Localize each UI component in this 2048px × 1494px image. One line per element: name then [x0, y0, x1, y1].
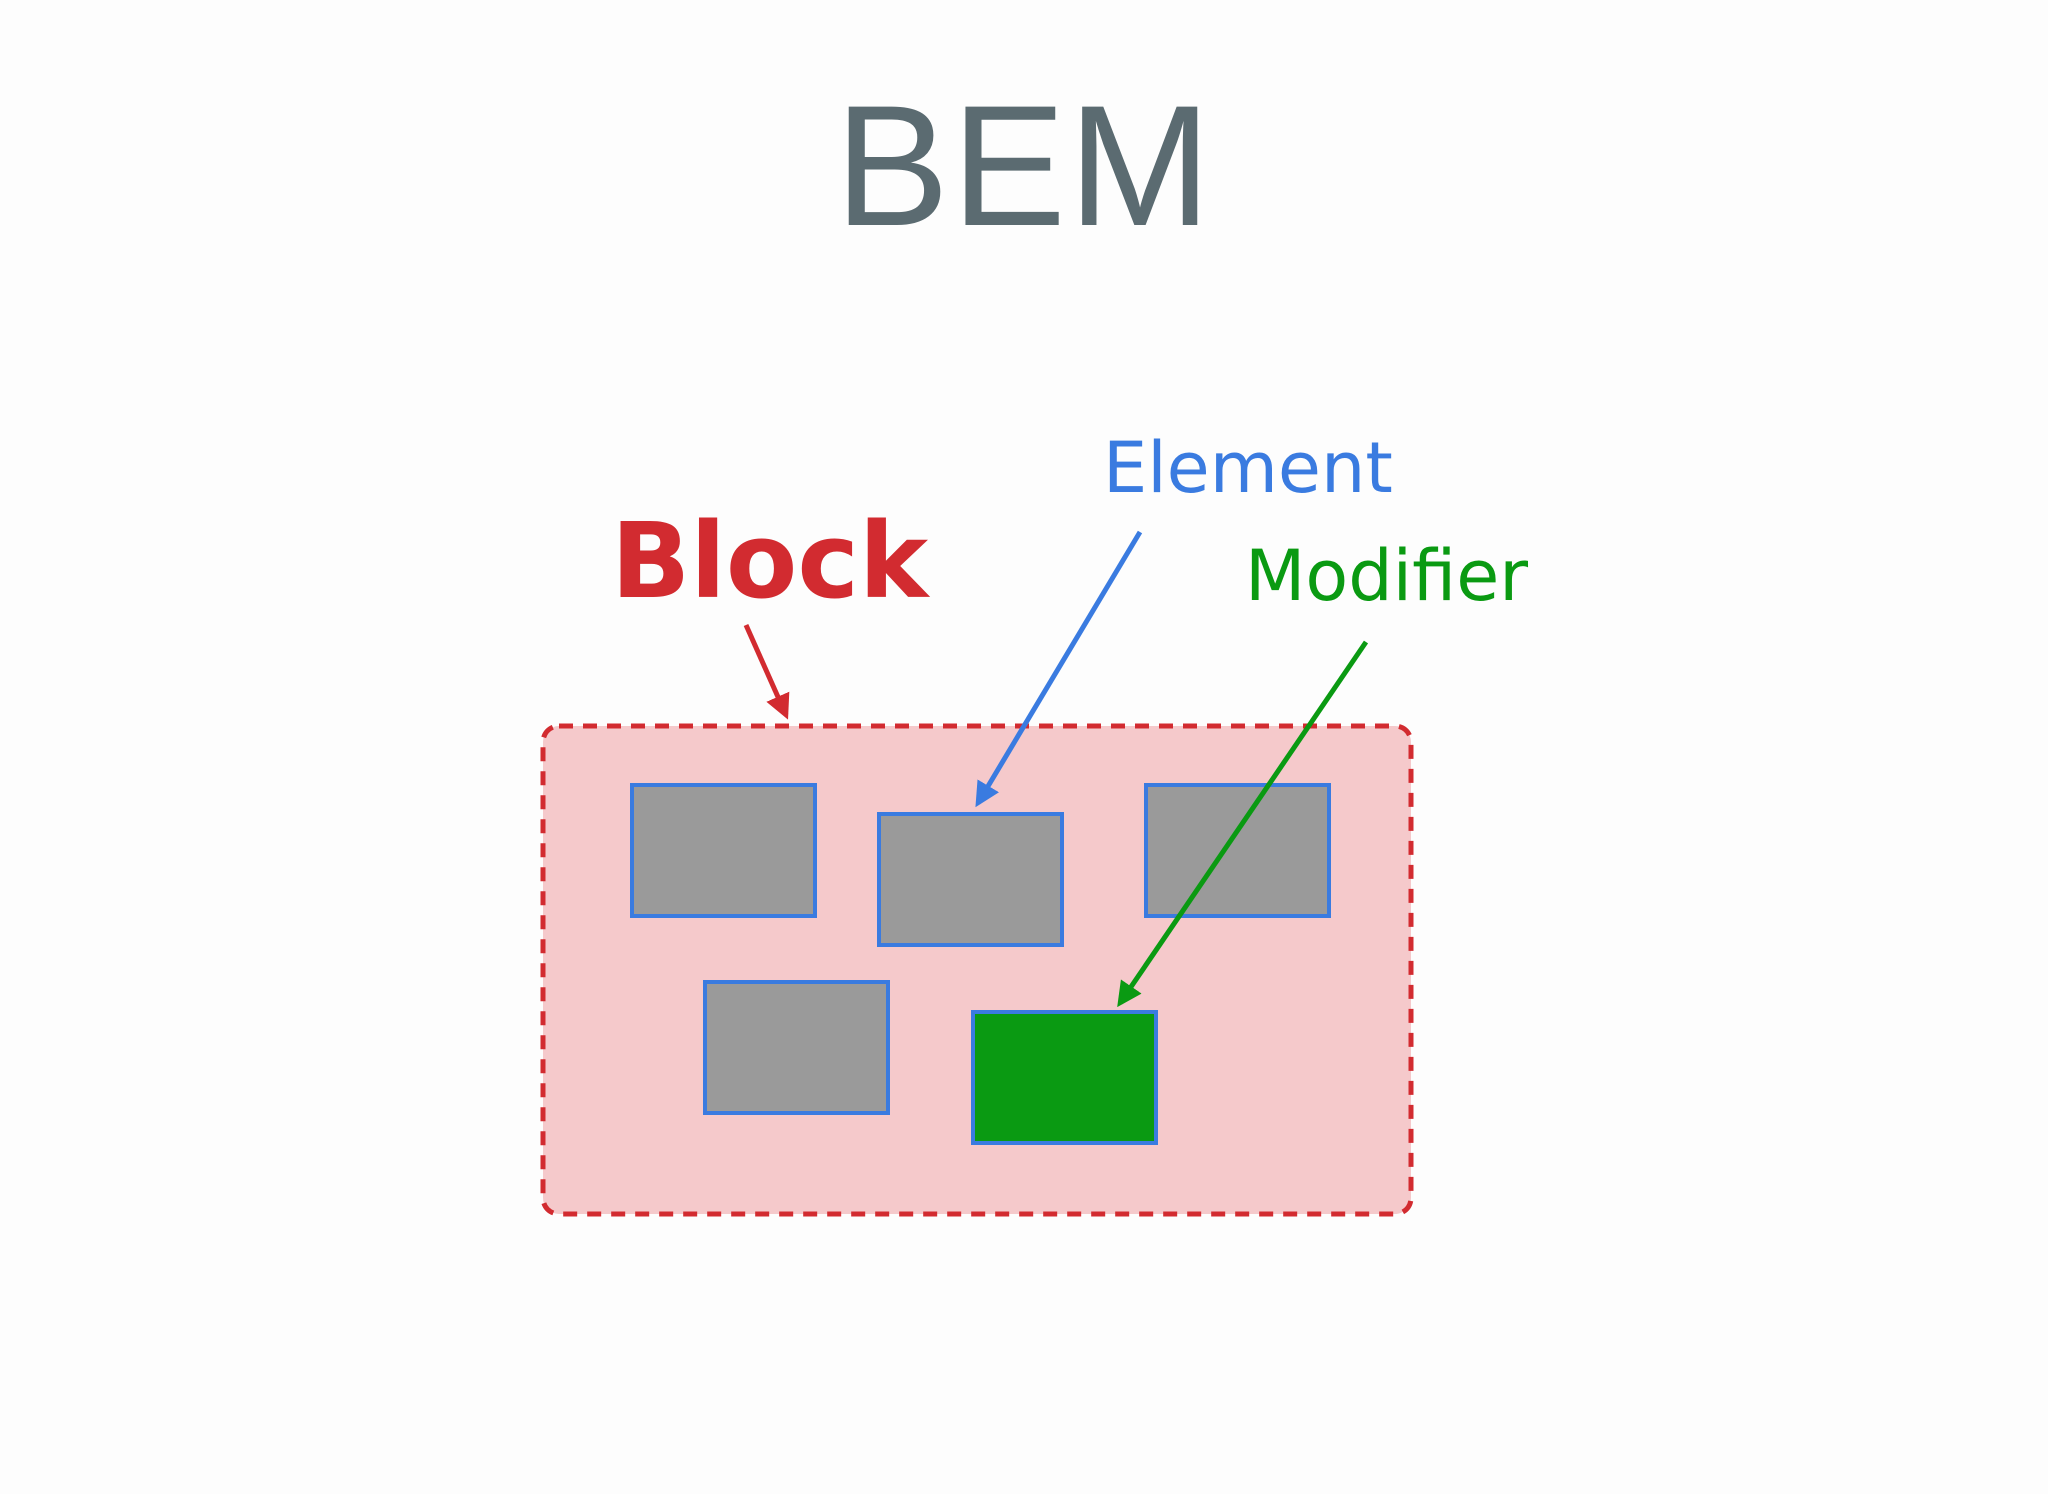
block-arrow [743, 623, 790, 720]
modifier-label: Modifier [1245, 535, 1528, 617]
element-label: Element [1103, 427, 1393, 509]
diagram-title: BEM [834, 70, 1214, 262]
element-box [703, 980, 890, 1115]
modifier-arrow [1117, 640, 1369, 1008]
element-arrow [975, 530, 1143, 808]
element-box [877, 812, 1064, 947]
element-box [1144, 783, 1331, 918]
block-label: Block [611, 500, 931, 622]
modifier-box [971, 1010, 1158, 1145]
element-box [630, 783, 817, 918]
